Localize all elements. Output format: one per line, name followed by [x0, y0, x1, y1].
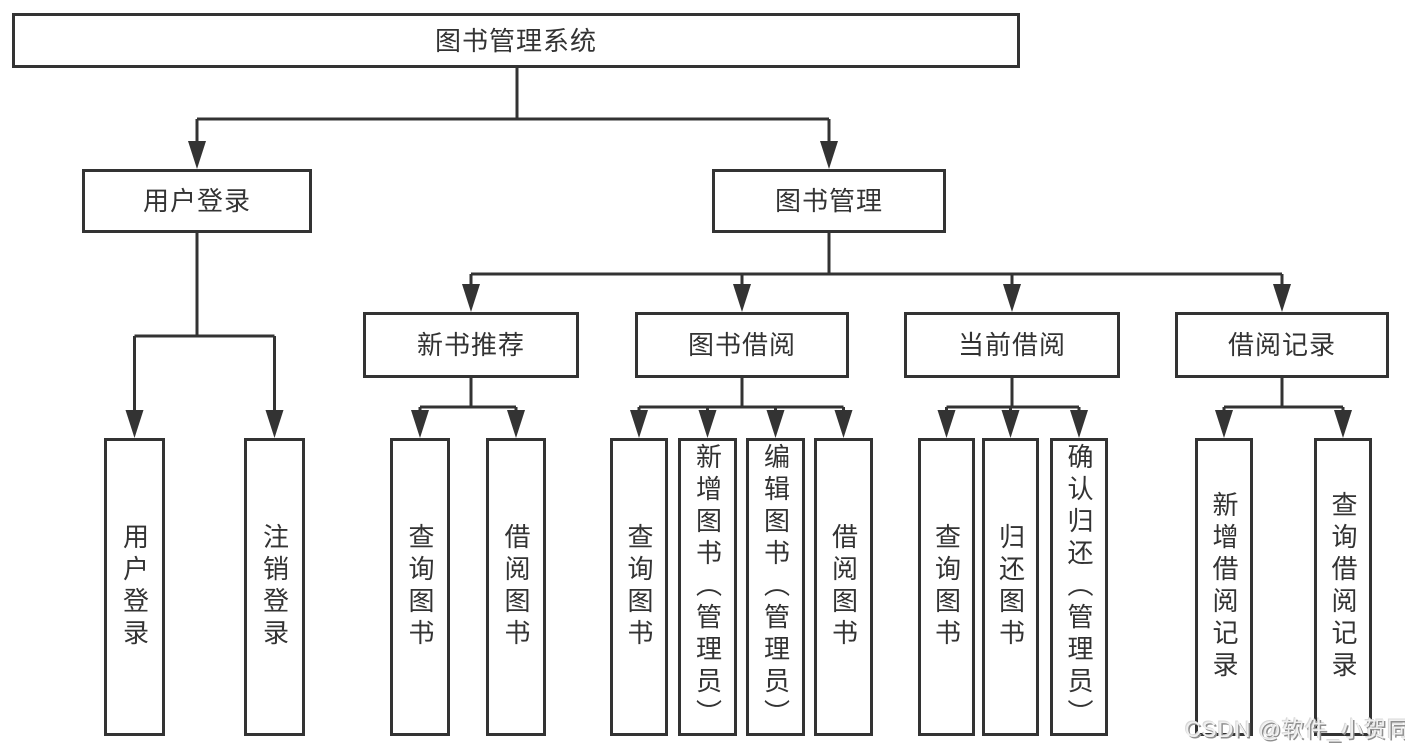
leaf-return-books: 归还图书 — [982, 438, 1039, 736]
leaf-query-books: 查询图书 — [918, 438, 975, 736]
node-library-system: 图书管理系统 — [12, 13, 1020, 68]
node-book-borrowing-label: 图书借阅 — [687, 330, 796, 360]
leaf-return-books-label: 归还图书 — [995, 523, 1026, 651]
leaf-query-borrow-record: 查询借阅记录 — [1314, 438, 1372, 736]
leaf-add-borrow-record-label: 新增借阅记录 — [1209, 491, 1239, 683]
leaf-logout: 注销登录 — [244, 438, 305, 736]
node-current-borrowing-label: 当前借阅 — [957, 330, 1066, 360]
node-current-borrowing: 当前借阅 — [904, 312, 1120, 378]
node-book-management-label: 图书管理 — [774, 186, 883, 216]
leaf-user-login: 用户登录 — [104, 438, 165, 736]
leaf-borrow-books-label: 借阅图书 — [501, 523, 531, 651]
leaf-query-books-label: 查询图书 — [931, 523, 962, 651]
node-book-management: 图书管理 — [712, 169, 946, 233]
leaf-confirm-return-admin: 确认归还（管理员） — [1050, 438, 1108, 736]
csdn-watermark: CSDN @软件_小贺同学 — [1185, 717, 1405, 742]
node-library-system-label: 图书管理系统 — [434, 25, 597, 56]
leaf-query-books-label: 查询图书 — [405, 523, 435, 651]
node-new-book-recommend-label: 新书推荐 — [416, 330, 525, 360]
leaf-add-book-admin-label: 新增图书（管理员） — [692, 443, 723, 731]
leaf-confirm-return-admin-label: 确认归还（管理员） — [1064, 443, 1094, 731]
leaf-query-books: 查询图书 — [390, 438, 450, 736]
leaf-query-books: 查询图书 — [610, 438, 668, 736]
leaf-logout-label: 注销登录 — [259, 523, 290, 651]
leaf-add-book-admin: 新增图书（管理员） — [678, 438, 737, 736]
node-user-login: 用户登录 — [82, 169, 312, 233]
leaf-add-borrow-record: 新增借阅记录 — [1195, 438, 1253, 736]
leaf-edit-book-admin: 编辑图书（管理员） — [746, 438, 805, 736]
node-book-borrowing: 图书借阅 — [635, 312, 849, 378]
leaf-borrow-books: 借阅图书 — [486, 438, 546, 736]
node-borrowing-records-label: 借阅记录 — [1227, 330, 1336, 360]
leaf-borrow-books: 借阅图书 — [814, 438, 873, 736]
node-borrowing-records: 借阅记录 — [1175, 312, 1389, 378]
leaf-query-books-label: 查询图书 — [624, 523, 654, 651]
node-new-book-recommend: 新书推荐 — [363, 312, 579, 378]
node-user-login-label: 用户登录 — [142, 186, 251, 216]
leaf-borrow-books-label: 借阅图书 — [828, 523, 859, 651]
leaf-user-login-label: 用户登录 — [119, 523, 150, 651]
leaf-edit-book-admin-label: 编辑图书（管理员） — [760, 443, 791, 731]
leaf-query-borrow-record-label: 查询借阅记录 — [1328, 491, 1358, 683]
